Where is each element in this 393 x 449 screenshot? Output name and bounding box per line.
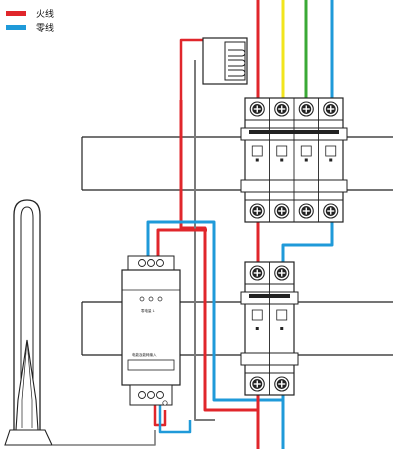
legend-swatch-neutral (6, 24, 26, 30)
module-label-bottom: 电能及能耗输入 (132, 352, 157, 357)
antenna (4, 199, 53, 446)
legend-label-live: 火线 (36, 9, 55, 20)
legend: 火线 零线 (6, 6, 54, 34)
breaker-4-pole (240, 97, 348, 223)
current-sensor (202, 37, 248, 85)
legend-item-neutral: 零线 (6, 20, 54, 34)
legend-swatch-live (6, 10, 26, 16)
legend-item-live: 火线 (6, 6, 54, 20)
energy-meter-module: 零电量 L 电能及能耗输入 (121, 255, 181, 406)
breaker-2-pole (240, 261, 299, 396)
wires (52, 0, 334, 449)
module-label-top: 零电量 L (141, 308, 155, 313)
legend-label-neutral: 零线 (36, 23, 55, 34)
